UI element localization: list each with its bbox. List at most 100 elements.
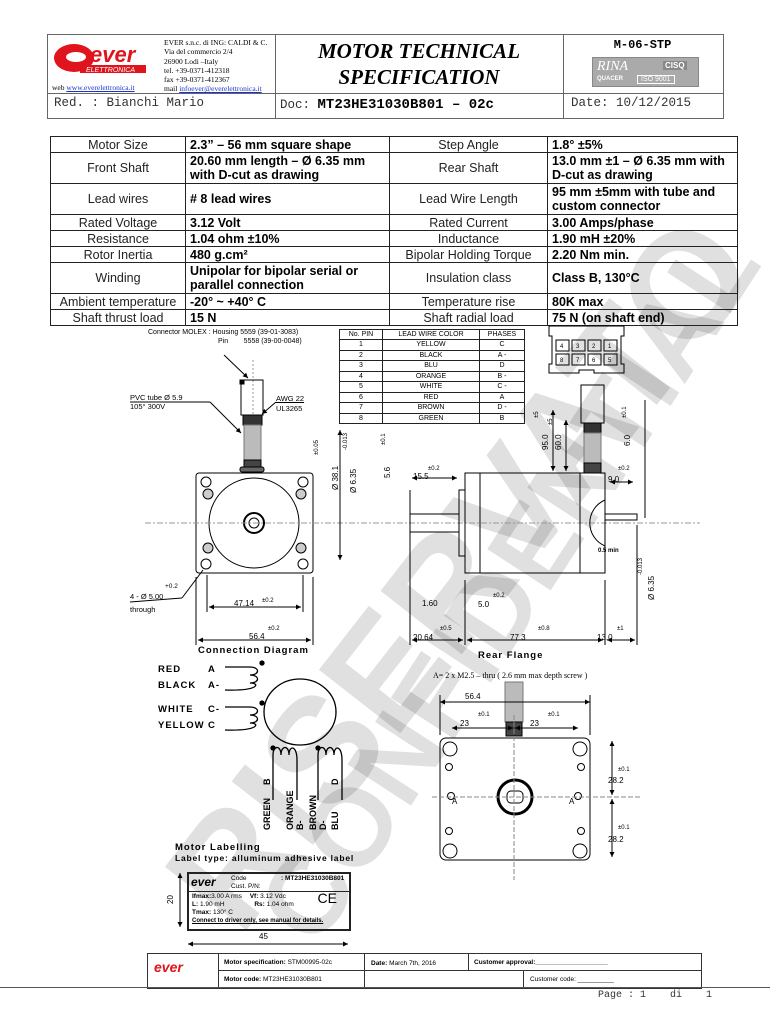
awg: AWG 22 xyxy=(276,394,305,403)
label-code-label: Code xyxy=(231,875,247,882)
dimension-label: ±0.5 xyxy=(440,626,452,632)
company-address: EVER s.n.c. di ING: CALDI & C. Via del c… xyxy=(164,38,267,94)
spec-value: 1.8° ±5% xyxy=(547,136,738,153)
spec-label: Shaft radial load xyxy=(389,309,548,326)
labelling-type: Label type: alluminum adhesive label xyxy=(175,853,355,863)
connection-diagram xyxy=(224,660,343,800)
molex-pin-number: 8 xyxy=(560,358,564,364)
motor-side-view xyxy=(409,384,646,645)
dimension-label: 13.0 xyxy=(597,633,613,642)
lead-phase: C xyxy=(208,720,216,731)
dimension-label: 56.4 xyxy=(249,632,265,641)
lbl-rs-label: Rs: xyxy=(254,901,265,908)
lead-phase: A xyxy=(208,664,216,675)
lead-phase: C- xyxy=(208,704,221,715)
spec-label: Rated Voltage xyxy=(50,214,186,231)
footer-date-label: Date: xyxy=(371,960,388,967)
web-line: web www.everelettronica.it xyxy=(52,83,135,92)
web-label: web xyxy=(52,83,65,92)
address-city: 26900 Lodi –Italy xyxy=(164,56,219,66)
spec-label: Rear Shaft xyxy=(389,152,548,184)
dimension-label: Ø 38.1 xyxy=(331,465,340,490)
dimension-label: 60.0 xyxy=(554,434,563,450)
lbl-tmax: 130° C xyxy=(212,909,233,916)
doc-value: MT23HE31030B801 – 02c xyxy=(317,97,494,113)
phone: tel. +39-0371-412318 xyxy=(164,65,230,75)
dimension-label: 47.14 xyxy=(234,599,255,608)
label-cust-pn: Cust. P/N: xyxy=(231,883,261,890)
connector-pin: Pin 5558 (39-00-0048) xyxy=(218,338,302,345)
dimension-label: ±5 xyxy=(534,411,540,418)
dimension-label: ±1 xyxy=(617,626,624,632)
redactor: Red. : Bianchi Mario xyxy=(54,96,205,110)
label-ever-logo: ever xyxy=(191,875,216,889)
molex-pin-number: 6 xyxy=(592,358,596,364)
holes-tolerance: +0.2 xyxy=(165,583,178,590)
molex-pin-cell xyxy=(555,353,570,366)
spec-label: Inductance xyxy=(389,230,548,247)
molex-pin-cell xyxy=(571,353,586,366)
header-frame xyxy=(47,34,724,119)
molex-pin-number: 5 xyxy=(608,358,612,364)
dimension-label: ±5 xyxy=(548,418,554,425)
dimension-label: 5.6 xyxy=(383,466,392,478)
pin-cell: B xyxy=(479,412,525,424)
title-line-2: SPECIFICATION xyxy=(338,65,500,89)
header-date: Date: 10/12/2015 xyxy=(571,96,692,110)
connection-diagram-title: Connection Diagram xyxy=(198,645,309,656)
dimension-label: ±0.2 xyxy=(618,466,630,472)
web-link[interactable]: www.everelettronica.it xyxy=(66,83,135,92)
molex-pin-cell xyxy=(603,353,618,366)
ce-mark: CE xyxy=(317,890,337,906)
lead-color: WHITE xyxy=(158,704,194,715)
spec-value: 480 g.cm² xyxy=(185,246,390,263)
spec-value: 20.60 mm length – Ø 6.35 mm with D-cut a… xyxy=(185,152,390,184)
mail-link[interactable]: infoever@everelettronica.it xyxy=(179,84,262,94)
lbl-warning: Connect to driver only, see manual for d… xyxy=(192,918,324,924)
dimension-label: Ø 6.35 xyxy=(647,575,656,600)
spec-value: 3.00 Amps/phase xyxy=(547,214,738,231)
molex-pin-cell xyxy=(571,339,586,352)
dimension-label: Ø 6.35 xyxy=(349,468,358,493)
spec-value: Unipolar for bipolar serial or parallel … xyxy=(185,262,390,294)
dimension-label: -0.013 xyxy=(638,557,644,575)
dim-tol: ±0.1 xyxy=(478,712,490,718)
dim-half-right: 23 xyxy=(530,719,539,728)
molex-pin-cell xyxy=(587,339,602,352)
footer-rule xyxy=(0,987,770,988)
spec-value: 2.20 Nm min. xyxy=(547,246,738,263)
molex-pin-number: 3 xyxy=(576,344,580,350)
header-divider xyxy=(563,34,564,118)
dim-tol: ±0.1 xyxy=(618,825,630,831)
lbl-tmax-label: Tmax: xyxy=(192,909,212,916)
spec-label: Winding xyxy=(50,262,186,294)
dim-width: 56.4 xyxy=(465,692,481,701)
spec-value: -20° ~ +40° C xyxy=(185,293,390,310)
footer-ever-logo: ever xyxy=(154,959,183,975)
motor-label-sample: ever Code : MT23HE31030B801 Cust. P/N: I… xyxy=(187,872,351,931)
footer-box: ever Motor specification: STM00995-02c D… xyxy=(147,953,702,989)
address-street: Via del commercio 2/4 xyxy=(164,47,233,57)
lbl-vf: 3.12 Vdc xyxy=(260,893,286,900)
label-height: 20 xyxy=(166,895,175,904)
molex-pin-cell xyxy=(587,353,602,366)
footer-code-label: Motor code: xyxy=(224,976,262,983)
spec-label: Step Angle xyxy=(389,136,548,153)
rear-flange-view xyxy=(432,681,640,880)
mail-label: mail xyxy=(164,84,178,94)
lbl-l: 1.90 mH xyxy=(199,901,225,908)
footer-code: MT23HE31030B801 xyxy=(263,976,322,983)
connector-note: Connector MOLEX : Housing 5559 (39-01-30… xyxy=(148,328,302,346)
doc-label: Doc: xyxy=(280,98,311,112)
spec-label: Shaft thrust load xyxy=(50,309,186,326)
header-divider xyxy=(275,34,276,118)
